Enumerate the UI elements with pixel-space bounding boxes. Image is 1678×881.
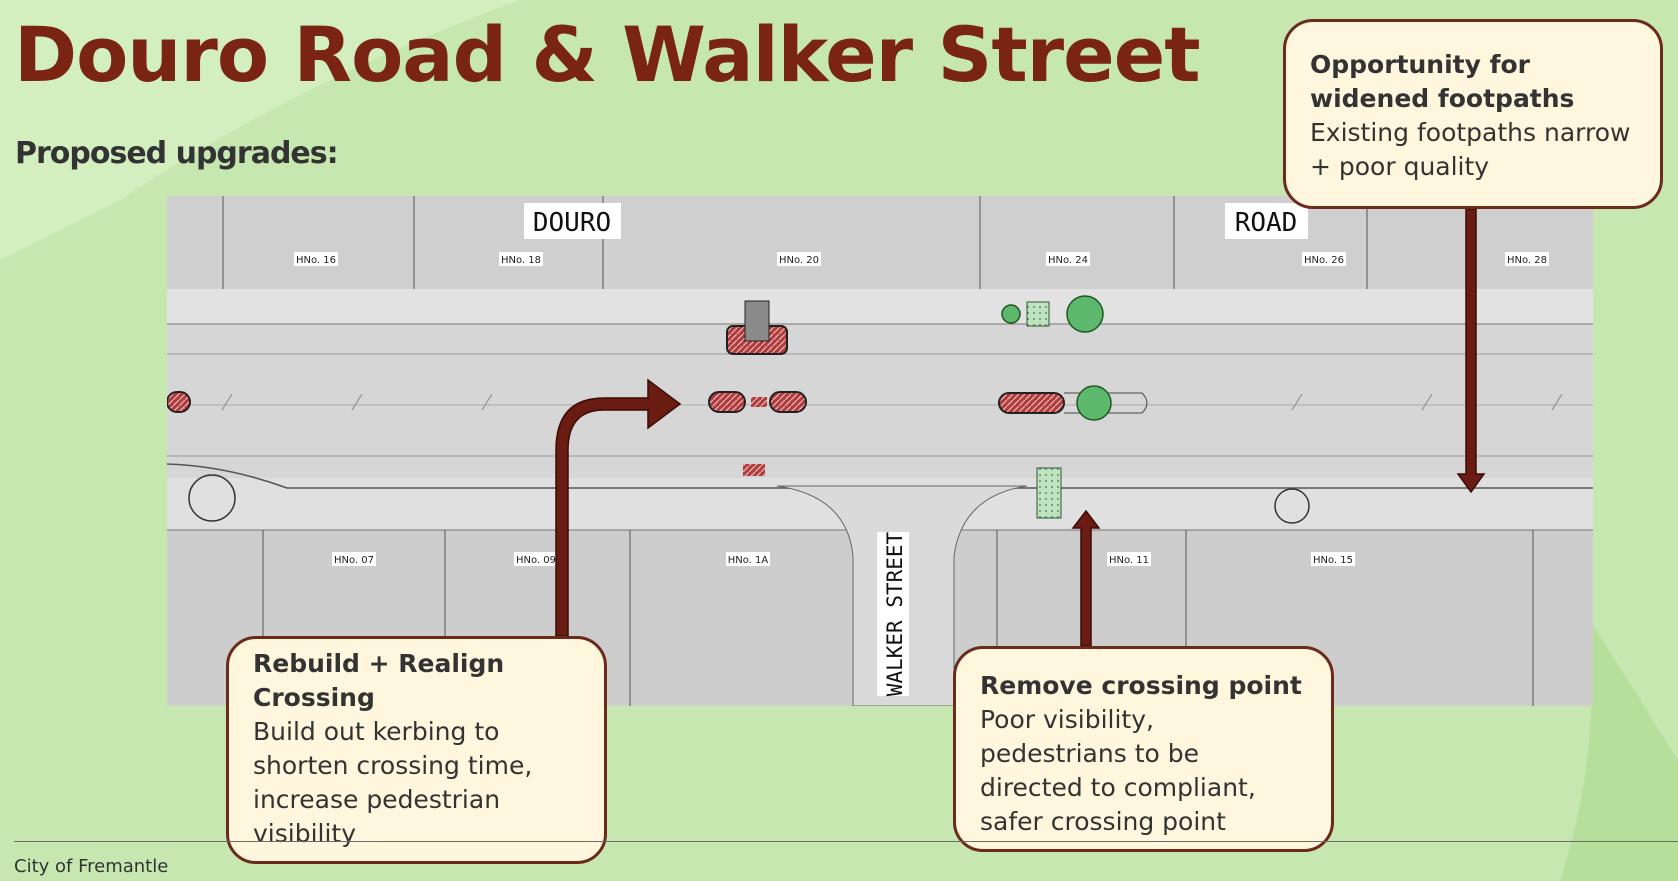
street-label-douro: DOURO [524,203,621,239]
callout-rebuild-crossing: Rebuild + Realign Crossing Build out ker… [226,636,607,864]
house-number-label: HNo. 11 [1107,552,1151,566]
svg-text:HNo. 26: HNo. 26 [1304,255,1344,266]
svg-text:HNo. 11: HNo. 11 [1109,555,1149,566]
street-label-road: ROAD [1225,203,1308,239]
callout-widened-footpaths: Opportunity for widened footpaths Existi… [1283,19,1663,209]
house-number-label: HNo. 28 [1505,252,1549,266]
street-plan-map: DOURO ROAD WALKER STREET HNo. 16 HNo. 18… [167,196,1593,706]
page-subtitle: Proposed upgrades: [15,136,339,171]
svg-text:HNo. 28: HNo. 28 [1507,255,1547,266]
callout-body: Poor visibility, pedestrians to be direc… [980,705,1256,836]
callout-body: Existing footpaths narrow + poor quality [1310,118,1631,181]
callout-heading: Rebuild + Realign Crossing [253,649,505,712]
house-number-label: HNo. 20 [777,252,821,266]
house-number-label: HNo. 15 [1311,552,1355,566]
svg-text:HNo. 09: HNo. 09 [516,555,556,566]
svg-text:ROAD: ROAD [1235,208,1298,238]
callout-remove-crossing: Remove crossing point Poor visibility, p… [953,646,1334,852]
house-number-label: HNo. 1A [726,552,770,566]
svg-text:WALKER STREET: WALKER STREET [883,531,907,696]
svg-text:HNo. 16: HNo. 16 [296,255,336,266]
svg-text:HNo. 24: HNo. 24 [1048,255,1088,266]
svg-text:HNo. 1A: HNo. 1A [728,555,769,566]
svg-text:HNo. 07: HNo. 07 [334,555,374,566]
house-number-label: HNo. 16 [294,252,338,266]
house-number-label: HNo. 26 [1302,252,1346,266]
callout-heading: Remove crossing point [980,671,1302,700]
svg-text:HNo. 18: HNo. 18 [501,255,541,266]
callout-body: Build out kerbing to shorten crossing ti… [253,717,533,848]
house-number-label: HNo. 07 [332,552,376,566]
street-label-walker-street: WALKER STREET [877,531,909,696]
house-number-label: HNo. 18 [499,252,543,266]
svg-text:HNo. 20: HNo. 20 [779,255,819,266]
house-number-label: HNo. 24 [1046,252,1090,266]
footer-organization: City of Fremantle [14,856,169,877]
svg-text:HNo. 15: HNo. 15 [1313,555,1353,566]
page-title: Douro Road & Walker Street [14,10,1201,99]
svg-text:DOURO: DOURO [533,208,611,238]
callout-heading: Opportunity for widened footpaths [1310,50,1575,113]
house-number-label: HNo. 09 [514,552,558,566]
footer-divider [14,841,1678,842]
